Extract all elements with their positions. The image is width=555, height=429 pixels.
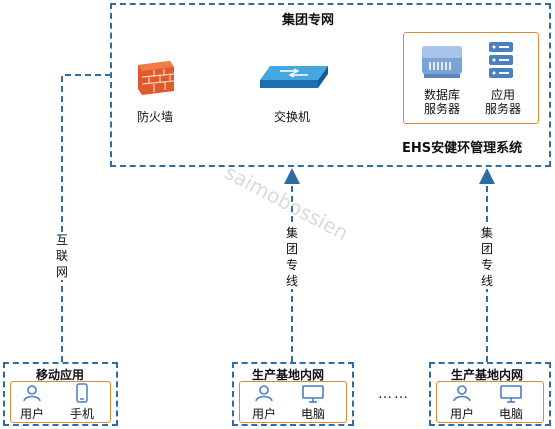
dedicated-line-2-label: 集团专线 bbox=[480, 225, 494, 289]
mobile-app-title: 移动应用 bbox=[36, 368, 85, 382]
base-1-devices-box bbox=[239, 381, 347, 423]
internet-link-label: 互联网 bbox=[55, 232, 69, 280]
switch-icon bbox=[258, 62, 330, 92]
phone-icon bbox=[76, 383, 88, 403]
base-2-pc-label: 电脑 bbox=[498, 407, 523, 421]
production-base-1-title: 生产基地内网 bbox=[252, 368, 325, 382]
more-bases-ellipsis: …… bbox=[378, 386, 410, 402]
mobile-devices-box bbox=[10, 381, 111, 423]
application-server-icon bbox=[486, 40, 516, 82]
user-icon bbox=[22, 384, 42, 402]
base-1-user-label: 用户 bbox=[251, 407, 276, 421]
mobile-phone-label: 手机 bbox=[69, 407, 94, 421]
firewall-icon bbox=[134, 57, 178, 97]
base-2-devices-box bbox=[436, 381, 544, 423]
group-network-title: 集团专网 bbox=[282, 13, 335, 28]
application-server-label: 应用 服务器 bbox=[484, 88, 521, 116]
mobile-user-label: 用户 bbox=[19, 407, 44, 421]
base-1-pc-label: 电脑 bbox=[300, 407, 325, 421]
database-server-icon bbox=[420, 40, 464, 84]
database-server-label: 数据库 服务器 bbox=[423, 88, 460, 116]
ehs-system-label: EHS安健环管理系统 bbox=[402, 141, 523, 156]
production-base-2-title: 生产基地内网 bbox=[451, 368, 524, 382]
switch-label: 交换机 bbox=[273, 110, 310, 124]
computer-icon bbox=[500, 385, 522, 403]
base-2-user-label: 用户 bbox=[449, 407, 474, 421]
dedicated-line-1-label: 集团专线 bbox=[285, 225, 299, 289]
firewall-label: 防火墙 bbox=[136, 110, 173, 124]
user-icon bbox=[452, 384, 472, 402]
computer-icon bbox=[302, 385, 324, 403]
user-icon bbox=[254, 384, 274, 402]
